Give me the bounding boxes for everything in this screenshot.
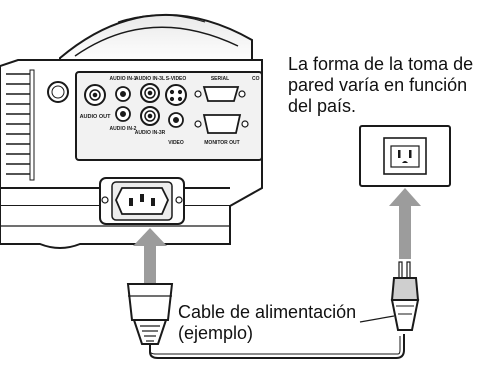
note-line-3: del país. [288,96,357,116]
note-line-2: pared varía en función [288,75,468,95]
vent-grille [6,73,30,175]
note-line-1: La forma de la toma de [288,54,474,74]
caption-line-2: (ejemplo) [178,323,254,343]
audio-in2-jack [115,106,131,122]
monitor-out-port [194,114,249,134]
projector-lens-dome [59,14,253,63]
audio-out-label: AUDIO OUT [80,114,112,120]
audio-out-jack [84,84,106,106]
wall-outlet [359,125,451,187]
s-video-label: S-VIDEO [166,76,187,82]
caption-leader-line [359,315,395,323]
outlet-shape-note: La forma de la toma de pared varía en fu… [288,54,500,117]
audio-in1-label: AUDIO IN-1 [110,76,137,82]
s-video-port [165,84,187,106]
insert-arrow-projector [133,228,167,285]
audio-in3r-jack [140,106,160,126]
ac-inlet [99,177,185,225]
video-jack [168,112,184,128]
partial-port-label: CO [252,76,260,82]
power-cord [149,334,405,359]
video-label: VIDEO [168,140,184,146]
monitor-out-label: MONITOR OUT [204,140,239,146]
caption-line-1: Cable de alimentación [178,302,357,322]
audio-in1-jack [115,86,131,102]
wall-plug [390,261,420,331]
audio-in3r-label: AUDIO IN-3R [135,130,166,136]
audio-in3l-label: AUDIO IN-3L [135,76,165,82]
audio-in3l-jack [140,83,160,103]
insert-arrow-outlet [389,188,421,259]
iec-connector [126,283,174,345]
serial-label: SERIAL [211,76,229,82]
power-cord-caption: Cable de alimentación (ejemplo) [178,302,356,344]
audio-in2-label: AUDIO IN-2 [110,126,137,132]
serial-port [194,86,246,102]
io-panel: AUDIO OUT AUDIO IN-1 AUDIO IN-2 AUDIO IN… [75,71,263,161]
